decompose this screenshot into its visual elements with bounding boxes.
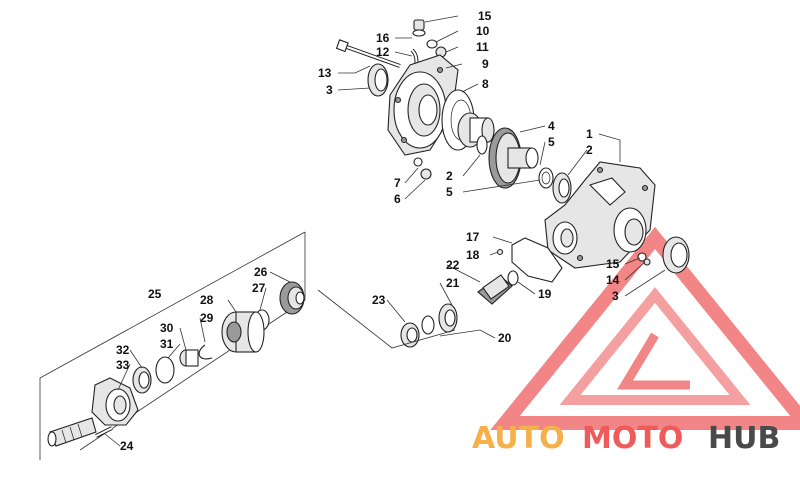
callout-labels: 15 16 10 12 11 13 9 3 8 4 5 1 2 7 6 2 5 … xyxy=(116,9,620,453)
callout-33: 33 xyxy=(116,358,130,372)
ring-gear-4 xyxy=(488,127,539,189)
plug-15-right xyxy=(643,258,651,266)
cover-housing-9 xyxy=(387,54,459,156)
callout-31: 31 xyxy=(160,337,174,351)
bearing-5 xyxy=(538,167,554,189)
callout-20: 20 xyxy=(498,331,512,345)
callout-19: 19 xyxy=(538,287,552,301)
callout-30: 30 xyxy=(160,321,174,335)
callout-32: 32 xyxy=(116,343,130,357)
callout-17: 17 xyxy=(466,230,480,244)
callout-2-right: 2 xyxy=(586,143,593,157)
callout-8: 8 xyxy=(482,77,489,91)
callout-28: 28 xyxy=(200,293,214,307)
bolt-13 xyxy=(335,39,401,68)
watermark-logo-triangle xyxy=(490,226,800,430)
callout-27: 27 xyxy=(252,281,266,295)
coupling-28 xyxy=(221,311,265,353)
shaft-30 xyxy=(179,349,199,367)
callout-5-lower: 5 xyxy=(446,185,453,199)
callout-16: 16 xyxy=(376,31,390,45)
watermark-word-moto: MOTO xyxy=(582,421,683,456)
callout-15-right: 15 xyxy=(606,257,620,271)
callout-22: 22 xyxy=(446,258,460,272)
main-housing-1 xyxy=(544,161,656,269)
output-shaft xyxy=(47,417,97,447)
callout-3-upper: 3 xyxy=(326,83,333,97)
watermark-word-hub: HUB xyxy=(708,421,780,456)
callout-18: 18 xyxy=(466,248,480,262)
leader-lines xyxy=(104,15,666,447)
callout-13: 13 xyxy=(318,66,332,80)
washer-10 xyxy=(426,39,438,49)
washer-31 xyxy=(155,356,175,384)
bearing-26 xyxy=(279,281,305,315)
pinion-gear-20 xyxy=(477,274,513,305)
spacer-6 xyxy=(420,168,432,180)
bearing-19 xyxy=(507,270,519,286)
callout-1: 1 xyxy=(586,127,593,141)
callout-6: 6 xyxy=(394,192,401,206)
gasket-17 xyxy=(511,237,563,283)
callout-25: 25 xyxy=(148,287,162,301)
callout-12: 12 xyxy=(376,45,390,59)
callout-26: 26 xyxy=(254,265,268,279)
seal-23 xyxy=(400,322,420,348)
callout-2-center: 2 xyxy=(446,169,453,183)
spacer-22 xyxy=(421,315,435,335)
pin-18 xyxy=(496,248,504,256)
callout-23: 23 xyxy=(372,293,386,307)
bearing-21 xyxy=(438,303,458,333)
watermark-word-auto: AUTO xyxy=(472,421,565,456)
ball-7 xyxy=(413,157,423,167)
callout-11: 11 xyxy=(476,40,489,54)
callout-14: 14 xyxy=(606,273,620,287)
callout-3-right: 3 xyxy=(612,289,619,303)
plug-15-16 xyxy=(412,19,426,37)
bearing-2 xyxy=(552,172,572,204)
watermark-text: AUTO MOTO HUB xyxy=(472,421,780,456)
callout-9: 9 xyxy=(482,57,489,71)
output-housing xyxy=(91,377,139,426)
callout-21: 21 xyxy=(446,276,460,290)
circlip-29 xyxy=(198,344,213,360)
callout-10: 10 xyxy=(476,24,490,38)
callout-5-upper: 5 xyxy=(548,135,555,149)
callout-29: 29 xyxy=(200,311,214,325)
callout-7: 7 xyxy=(394,176,401,190)
callout-15: 15 xyxy=(478,9,492,23)
seal-3-upper xyxy=(367,63,389,97)
seal-3-right xyxy=(662,236,690,274)
shim-2 xyxy=(476,135,488,155)
callout-24: 24 xyxy=(120,439,134,453)
washer-14 xyxy=(637,252,647,262)
callout-4: 4 xyxy=(548,119,555,133)
hub-8 xyxy=(457,112,495,148)
